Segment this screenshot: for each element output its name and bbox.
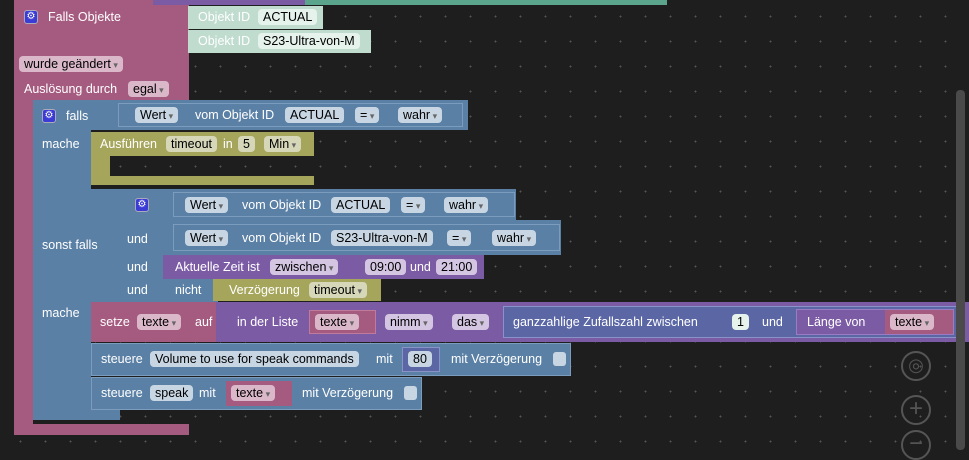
object-id-label: Objekt ID <box>198 34 251 48</box>
gear-icon[interactable]: ⚙ <box>135 198 149 212</box>
control-block[interactable]: steuere Volume to use for speak commands… <box>91 343 571 376</box>
in-label: in <box>223 137 233 151</box>
control-label: steuere <box>101 352 143 366</box>
if-label: falls <box>66 109 89 123</box>
list-get-block[interactable]: in der Liste texte nimm das ganzzahlige … <box>216 302 969 342</box>
value-dropdown[interactable]: texte <box>231 385 276 401</box>
list-label: in der Liste <box>237 315 299 329</box>
operator-dropdown[interactable]: = <box>401 197 426 213</box>
delay-label: mit Verzögerung <box>302 386 394 400</box>
value-field[interactable]: 80 <box>408 351 432 367</box>
target-field[interactable]: speak <box>150 385 194 401</box>
variable-dropdown[interactable]: texte <box>137 314 182 330</box>
compare-block[interactable]: Wert vom Objekt ID ACTUAL = wahr <box>118 103 463 127</box>
list-variable-dropdown[interactable]: texte <box>315 314 360 330</box>
and-label: und <box>127 260 148 274</box>
vertical-scrollbar[interactable] <box>956 90 965 450</box>
timeout-label: Ausführen <box>100 137 157 151</box>
do-label: mache <box>42 306 80 320</box>
trigger-title: Falls Objekte <box>48 10 121 24</box>
random-from-field[interactable]: 1 <box>732 314 749 330</box>
length-of-block[interactable]: Länge von texte <box>796 309 954 335</box>
gear-icon[interactable]: ⚙ <box>24 10 38 24</box>
and-label: und <box>127 283 148 297</box>
value-dropdown[interactable]: wahr <box>398 107 443 123</box>
set-label: setze <box>100 315 130 329</box>
delay-label: Verzögerung <box>229 283 300 297</box>
of-object-label: vom Objekt ID <box>242 231 322 245</box>
unit-dropdown[interactable]: Min <box>264 136 302 152</box>
which-dropdown[interactable]: das <box>452 314 490 330</box>
delay-checkbox[interactable] <box>404 386 417 400</box>
to-label: auf <box>195 315 213 329</box>
take-dropdown[interactable]: nimm <box>385 314 433 330</box>
length-label: Länge von <box>807 315 866 329</box>
value-dropdown[interactable]: wahr <box>444 197 489 213</box>
object-field[interactable]: S23-Ultra-von-M <box>331 230 433 246</box>
and-label: und <box>410 260 431 274</box>
object-id-block[interactable]: Objekt ID S23-Ultra-von-M <box>188 30 371 53</box>
length-variable-dropdown[interactable]: texte <box>890 314 935 330</box>
delay-label: mit Verzögerung <box>451 352 543 366</box>
operator-dropdown[interactable]: = <box>447 230 472 246</box>
time-label: Aktuelle Zeit ist <box>175 260 260 274</box>
property-dropdown[interactable]: Wert <box>185 197 229 213</box>
set-variable-block[interactable]: setze texte auf <box>91 302 216 342</box>
zoom-out-icon[interactable]: − <box>901 430 931 460</box>
timeout-name-field[interactable]: timeout <box>166 136 217 152</box>
amount-field[interactable]: 5 <box>238 136 255 152</box>
of-object-label: vom Objekt ID <box>195 108 275 122</box>
compare-block[interactable]: Wert vom Objekt ID ACTUAL = wahr <box>173 192 515 217</box>
time-from-field[interactable]: 09:00 <box>365 259 407 275</box>
property-dropdown[interactable]: Wert <box>135 107 179 123</box>
do-label: mache <box>42 137 80 151</box>
operator-dropdown[interactable]: = <box>355 107 380 123</box>
delay-checkbox[interactable] <box>553 352 566 366</box>
of-object-label: vom Objekt ID <box>242 198 322 212</box>
recenter-icon[interactable]: ◎ <box>901 351 931 381</box>
delay-name-dropdown[interactable]: timeout <box>309 282 368 298</box>
object-id-block[interactable]: Objekt ID ACTUAL <box>188 6 323 29</box>
trigger-label: Auslösung durch <box>24 82 118 96</box>
object-id-field[interactable]: S23-Ultra-von-M <box>258 33 360 49</box>
change-mode-dropdown[interactable]: wurde geändert <box>19 56 123 72</box>
partial-block-top[interactable] <box>14 0 153 5</box>
object-id-field[interactable]: ACTUAL <box>258 9 318 25</box>
zoom-in-icon[interactable]: + <box>901 395 931 425</box>
object-field[interactable]: ACTUAL <box>285 107 345 123</box>
value-dropdown[interactable]: wahr <box>492 230 537 246</box>
time-mode-dropdown[interactable]: zwischen <box>270 259 339 275</box>
trigger-dropdown[interactable]: egal <box>128 81 169 97</box>
time-to-field[interactable]: 21:00 <box>436 259 478 275</box>
target-field[interactable]: Volume to use for speak commands <box>150 351 359 367</box>
elseif-label: sonst falls <box>42 238 98 252</box>
property-dropdown[interactable]: Wert <box>185 230 229 246</box>
with-label: mit <box>199 386 216 400</box>
time-compare-block[interactable]: Aktuelle Zeit ist zwischen 09:00 und 21:… <box>163 255 484 279</box>
not-block[interactable]: nicht <box>163 279 218 302</box>
and-label: und <box>127 232 148 246</box>
random-label: ganzzahlige Zufallszahl zwischen <box>513 315 698 329</box>
compare-block[interactable]: Wert vom Objekt ID S23-Ultra-von-M = wah… <box>173 224 560 251</box>
random-int-block[interactable]: ganzzahlige Zufallszahl zwischen 1 und L… <box>503 306 960 338</box>
gear-icon[interactable]: ⚙ <box>42 109 56 123</box>
with-label: mit <box>376 352 393 366</box>
delay-running-block[interactable]: Verzögerung timeout <box>213 279 381 301</box>
object-id-label: Objekt ID <box>198 10 251 24</box>
control-label: steuere <box>101 386 143 400</box>
not-label: nicht <box>175 283 202 297</box>
partial-block-top[interactable] <box>305 0 667 5</box>
partial-block-top[interactable] <box>153 0 305 5</box>
and-label: und <box>762 315 783 329</box>
object-field[interactable]: ACTUAL <box>331 197 391 213</box>
control-block[interactable]: steuere speak mit texte mit Verzögerung <box>91 377 422 410</box>
